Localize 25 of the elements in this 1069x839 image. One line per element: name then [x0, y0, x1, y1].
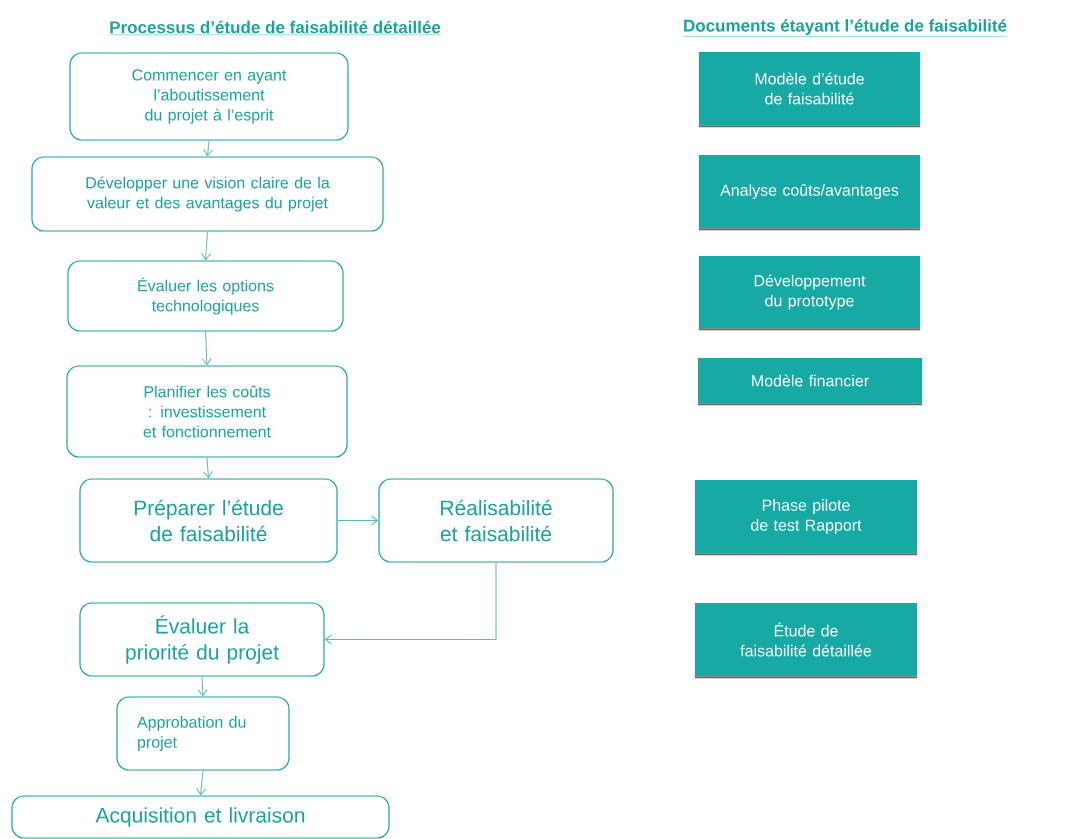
- process-box: Réalisabilité et faisabilité: [378, 478, 614, 563]
- arrow: [201, 231, 211, 261]
- document-box: Modèle financier: [696, 358, 924, 406]
- arrow: [324, 562, 497, 645]
- process-box: Planifier les coûts : investissement et fonctionnement: [66, 365, 348, 458]
- process-box: Développer une vision claire de la valeur et des avantages du projet: [31, 156, 384, 232]
- arrow: [197, 676, 208, 697]
- document-box: Phase pilote de test Rapport: [693, 480, 919, 556]
- process-box: Préparer l’étude de faisabilité: [79, 478, 338, 563]
- process-box: Évaluer la priorité du projet: [79, 602, 325, 677]
- document-box: Développement du prototype: [697, 256, 922, 331]
- heading: Documents étayant l’étude de faisabilité: [682, 19, 1008, 37]
- arrow: [196, 770, 207, 796]
- heading: Processus d’étude de faisabilité détaillée: [109, 20, 441, 35]
- document-box: Modèle d’étude de faisabilité: [697, 52, 922, 128]
- process-box: Approbation du projet: [116, 696, 290, 771]
- process-box: Évaluer les options technologiques: [67, 260, 344, 332]
- document-box: Étude de faisabilité détaillée: [693, 603, 919, 679]
- arrow: [203, 457, 213, 479]
- arrow: [201, 331, 212, 366]
- document-box: Analyse coûts/avantages: [697, 155, 922, 231]
- process-box: Commencer en ayant l’aboutissement du projet à l’esprit: [69, 52, 349, 141]
- arrow: [203, 140, 214, 157]
- arrow: [337, 515, 379, 526]
- process-box: Acquisition et livraison: [11, 795, 390, 839]
